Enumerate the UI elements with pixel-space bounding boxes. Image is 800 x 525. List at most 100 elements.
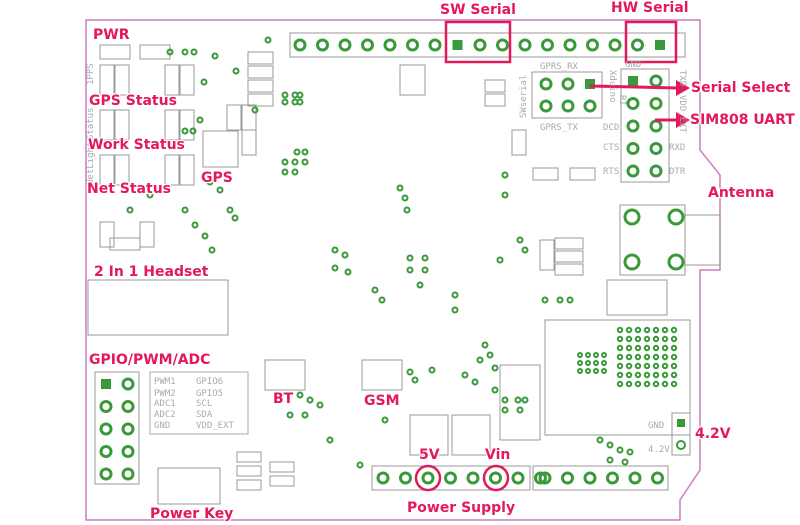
- vin-highlight: [482, 464, 510, 492]
- pad: [211, 52, 219, 60]
- pad: [264, 36, 272, 44]
- component-outline: [532, 465, 669, 491]
- pad: [670, 344, 678, 352]
- pad: [643, 353, 651, 361]
- pad: [511, 471, 525, 485]
- pad: [626, 448, 634, 456]
- component-outline: [269, 475, 295, 487]
- component-outline: [114, 154, 130, 186]
- component-outline: [499, 364, 541, 441]
- pad: [616, 335, 624, 343]
- component-outline: [241, 129, 257, 156]
- callout-gps-status: GPS Status: [89, 93, 177, 109]
- callout-gsm: GSM: [364, 393, 400, 409]
- pad: [634, 380, 642, 388]
- pad: [181, 48, 189, 56]
- pad: [201, 232, 209, 240]
- component-outline: [87, 279, 229, 336]
- pad: [301, 148, 309, 156]
- pad: [296, 391, 304, 399]
- pad: [661, 353, 669, 361]
- pad: [428, 366, 436, 374]
- component-outline: [544, 319, 691, 436]
- silk-swserial: SWserial: [519, 75, 529, 118]
- component-outline: [99, 109, 115, 141]
- pad: [625, 362, 633, 370]
- pad: [616, 380, 624, 388]
- pad: [421, 254, 429, 262]
- pad: [670, 353, 678, 361]
- pad: [616, 371, 624, 379]
- pad: [281, 168, 289, 176]
- pad: [628, 471, 642, 485]
- pad: [99, 445, 113, 458]
- pad: [216, 186, 224, 194]
- pad: [496, 38, 509, 52]
- pad: [625, 380, 633, 388]
- pad: [616, 353, 624, 361]
- pad: [566, 296, 574, 304]
- callout-5v: 5V: [419, 447, 440, 463]
- svg-text:GND: GND: [154, 421, 170, 431]
- component-outline: [511, 129, 527, 156]
- silk-1pps: 1PPS: [86, 63, 96, 85]
- component-outline: [247, 51, 274, 65]
- pad: [406, 254, 414, 262]
- sw-serial-highlight: [444, 20, 512, 64]
- silk-xduino: Xduino: [607, 70, 617, 103]
- pad: [625, 326, 633, 334]
- pad: [606, 441, 614, 449]
- silk-dcd: DCD: [603, 123, 619, 133]
- pad: [196, 116, 204, 124]
- pad: [677, 419, 685, 427]
- pad: [286, 411, 294, 419]
- pad: [471, 378, 479, 386]
- pad: [655, 40, 665, 50]
- pad: [514, 396, 522, 404]
- pad: [661, 371, 669, 379]
- pad: [593, 360, 599, 366]
- pad: [293, 38, 307, 52]
- pad: [538, 471, 552, 485]
- pad: [281, 158, 289, 166]
- pad: [411, 376, 419, 384]
- component-outline: [109, 237, 141, 251]
- callout-bt: BT: [273, 391, 294, 407]
- pad: [208, 246, 216, 254]
- callout-sw-serial: SW Serial: [440, 2, 516, 18]
- pad: [331, 246, 339, 254]
- component-outline: [554, 263, 584, 276]
- pad: [585, 79, 595, 89]
- pad: [601, 360, 607, 366]
- pad: [625, 344, 633, 352]
- pad: [206, 178, 214, 186]
- pad: [670, 371, 678, 379]
- component-outline: [554, 250, 584, 263]
- pad: [296, 91, 304, 99]
- pad: [643, 344, 651, 352]
- pad: [316, 38, 329, 52]
- component-outline: [269, 461, 295, 473]
- callout-4v2: 4.2V: [695, 426, 731, 442]
- pad: [585, 360, 591, 366]
- component-outline: [179, 64, 195, 96]
- pad: [616, 446, 624, 454]
- svg-text:ADC1: ADC1: [154, 399, 176, 409]
- svg-text:ADC2: ADC2: [154, 410, 176, 420]
- component-outline: [451, 414, 491, 456]
- callout-hw-serial: HW Serial: [611, 0, 689, 16]
- pad: [634, 335, 642, 343]
- pad: [643, 362, 651, 370]
- pad: [306, 396, 314, 404]
- pad: [586, 38, 599, 52]
- pad: [623, 208, 641, 226]
- callout-vin: Vin: [485, 447, 511, 463]
- pad: [301, 411, 309, 419]
- pad: [338, 38, 352, 52]
- pad: [652, 380, 660, 388]
- svg-text:VDD_EXT: VDD_EXT: [196, 421, 235, 431]
- pad: [516, 236, 524, 244]
- pad: [496, 256, 504, 264]
- component-outline: [264, 359, 306, 391]
